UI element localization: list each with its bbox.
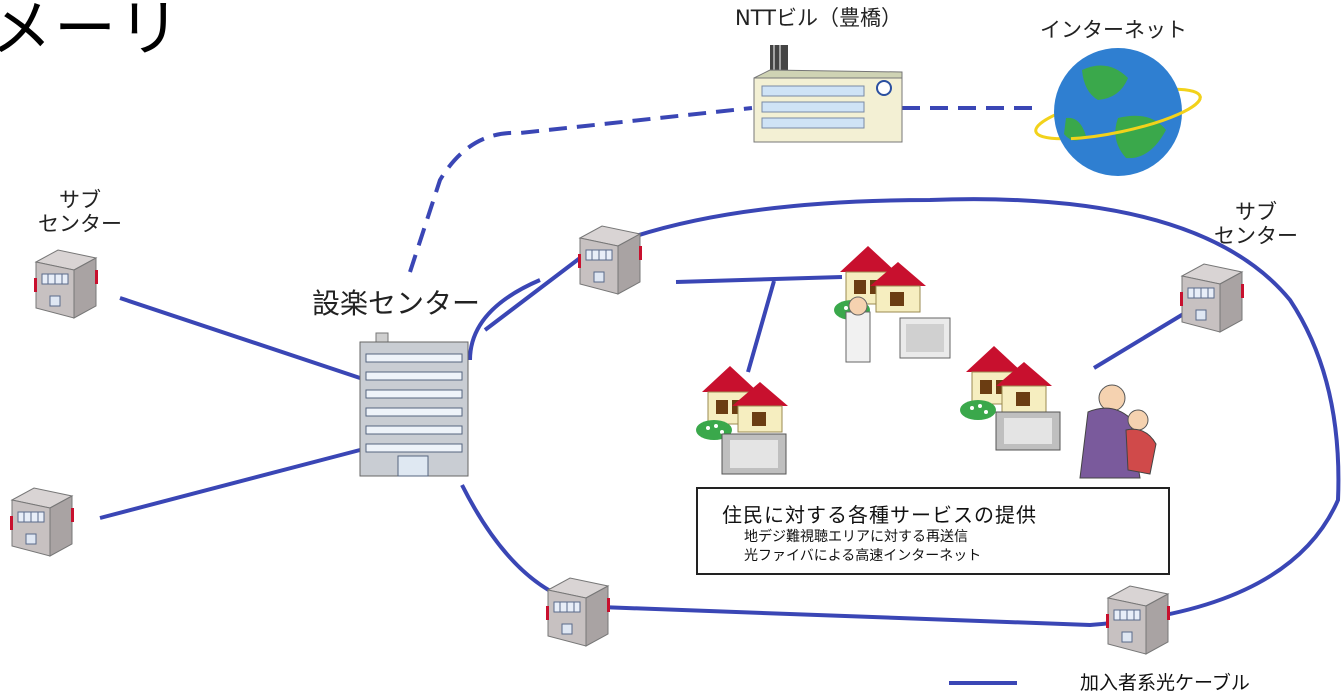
sub-center-building-icon xyxy=(577,225,643,295)
cable-left-sub-upper xyxy=(119,296,361,380)
sub-center-right-label: サブ センター xyxy=(1196,200,1316,248)
internet-label: インターネット xyxy=(1040,18,1187,42)
setsuraku-center-label: 設楽センター xyxy=(312,287,481,320)
cable-left-sub-lower xyxy=(99,448,361,520)
sub-center-left-label-line2: センター xyxy=(38,212,122,237)
house-with-family-icon xyxy=(959,345,1157,479)
cable-to-house-c xyxy=(1092,308,1192,370)
sub-center-left-label-line1: サブ xyxy=(59,188,101,212)
sub-center-building-icon xyxy=(33,249,99,319)
services-title: 住民に対する各種サービスの提供 xyxy=(722,503,1037,527)
internet-globe-icon xyxy=(1034,48,1202,176)
sub-center-building-icon xyxy=(9,487,75,557)
house-with-computer-icon xyxy=(833,245,951,363)
ring-top-left xyxy=(468,278,541,361)
partial-heading-text: メーリ xyxy=(0,0,183,65)
sub-center-building-icon xyxy=(545,577,611,647)
sub-center-building-icon xyxy=(1105,585,1171,655)
dashed-link-setsuraku-ntt xyxy=(408,106,753,273)
legend-cable-swatch xyxy=(949,681,1017,685)
services-callout-box: 住民に対する各種サービスの提供 地デジ難視聴エリアに対する再送信 光ファイバによ… xyxy=(696,487,1170,575)
sub-center-right-label-line2: センター xyxy=(1214,224,1298,249)
sub-center-right-label-line1: サブ xyxy=(1235,200,1277,224)
sub-center-building-icon xyxy=(1179,263,1245,333)
ntt-building-icon xyxy=(753,45,903,143)
legend-label: 加入者系光ケーブル xyxy=(1080,672,1250,694)
ntt-building-label: NTTビル（豊橋） xyxy=(735,6,902,30)
service-item: 光ファイバによる高速インターネット xyxy=(744,547,982,564)
cable-to-house-a xyxy=(675,275,843,284)
sub-center-left-label: サブ センター xyxy=(20,188,140,236)
house-with-tv-icon xyxy=(695,365,789,475)
cable-to-house-b xyxy=(746,280,776,373)
setsuraku-center-building-icon xyxy=(359,332,469,477)
service-item: 地デジ難視聴エリアに対する再送信 xyxy=(744,529,968,545)
